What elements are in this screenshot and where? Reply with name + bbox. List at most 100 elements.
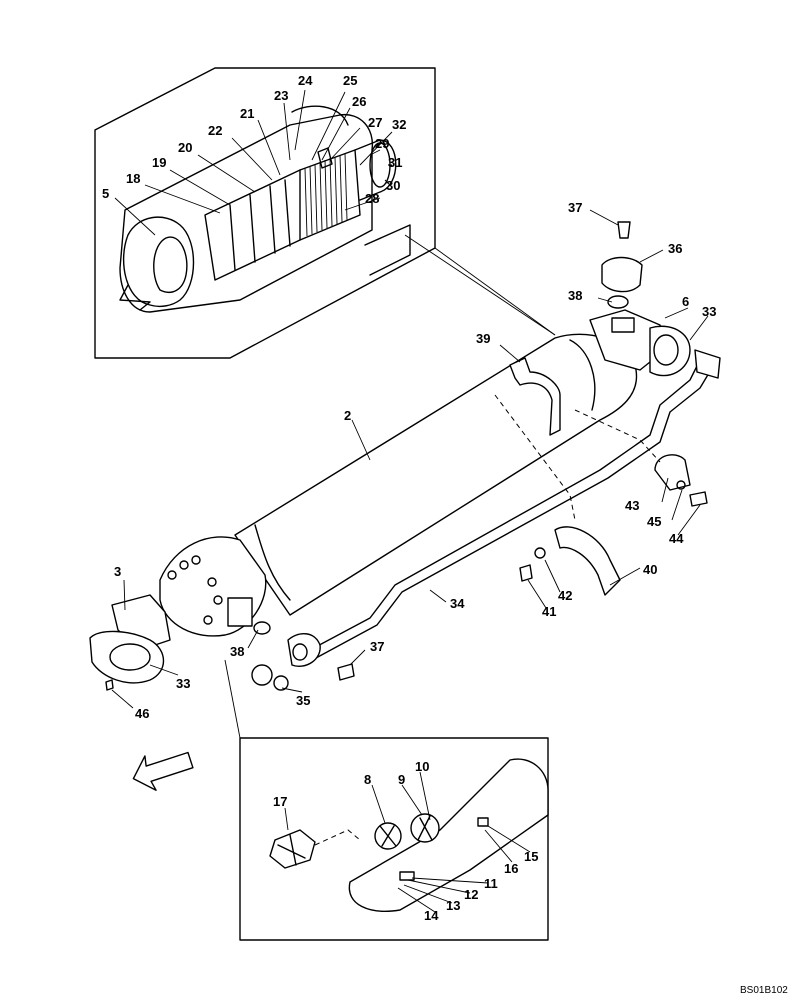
callout-11: 11	[484, 876, 498, 891]
pipe-end-fitting	[694, 349, 721, 379]
head-flange-top	[291, 105, 349, 126]
gland-bolts	[167, 555, 223, 625]
pipe-line-upper	[309, 359, 701, 651]
callout-37: 37	[370, 639, 384, 654]
callout-16: 16	[504, 861, 518, 876]
thread-lines	[304, 152, 348, 237]
callout-33: 33	[176, 676, 190, 691]
inset-leader-2	[404, 234, 556, 336]
tube-end-bottom	[364, 224, 411, 276]
tube-bore-end	[122, 216, 195, 308]
head-port	[611, 317, 635, 333]
bush-9-cross	[417, 815, 433, 841]
gland-piece	[348, 758, 549, 912]
break-line	[119, 284, 151, 311]
head-bore	[653, 334, 679, 366]
callout-3: 3	[114, 564, 121, 579]
callout-25: 25	[343, 73, 357, 88]
flange-bore	[292, 643, 308, 661]
bush-8-cross	[379, 825, 397, 847]
oring-38-upper	[607, 295, 629, 309]
bolt-37-upper	[617, 221, 631, 239]
callout-2: 2	[344, 408, 351, 423]
callout-14: 14	[424, 908, 439, 923]
rod-end-face	[153, 236, 188, 293]
rod-eye-bore	[109, 643, 151, 671]
callout-34: 34	[450, 596, 465, 611]
callout-23: 23	[274, 88, 288, 103]
callout-43: 43	[625, 498, 639, 513]
inset-leader-1	[434, 247, 556, 336]
callout-13: 13	[446, 898, 460, 913]
gland-detail	[269, 758, 549, 912]
tube-ring	[254, 524, 291, 601]
main-cylinder	[89, 309, 691, 684]
seal-11	[399, 871, 415, 881]
flange-36	[601, 256, 643, 293]
callout-17: 17	[273, 794, 287, 809]
callout-10: 10	[415, 759, 429, 774]
cap-35	[251, 664, 273, 686]
rod-nut	[354, 139, 397, 201]
seal-15	[477, 817, 489, 827]
callout-22: 22	[208, 123, 222, 138]
callout-38: 38	[230, 644, 244, 659]
drawing-code: BS01B102	[740, 985, 788, 996]
bolt-17-dash	[314, 829, 361, 846]
bolt-17-cross	[277, 834, 306, 866]
cutaway-body	[119, 113, 374, 313]
washer-42	[534, 547, 546, 559]
alignment-dash-2	[574, 409, 661, 463]
callout-26: 26	[352, 94, 366, 109]
callout-21: 21	[240, 106, 254, 121]
callout-5: 5	[102, 186, 109, 201]
bolt-37-lower	[337, 663, 355, 681]
callout-9: 9	[398, 772, 405, 787]
oring-38-lower	[253, 621, 271, 635]
callout-35: 35	[296, 693, 310, 708]
callout-31: 31	[388, 155, 402, 170]
callout-leaders	[111, 89, 709, 913]
callout-20: 20	[178, 140, 192, 155]
callout-42: 42	[558, 588, 572, 603]
cylinder-tube	[234, 333, 638, 616]
piston-detail-inset	[94, 67, 436, 359]
callout-38: 38	[568, 288, 582, 303]
grease-fitting-46	[105, 679, 114, 691]
callout-6: 6	[682, 294, 689, 309]
callout-36: 36	[668, 241, 682, 256]
callout-46: 46	[135, 706, 149, 721]
bolt-41	[519, 564, 533, 582]
washer-45	[676, 480, 686, 490]
callout-40: 40	[643, 562, 657, 577]
rod-eye-lower	[89, 630, 165, 684]
callout-32: 32	[392, 117, 406, 132]
callout-15: 15	[524, 849, 538, 864]
direction-arrow-icon	[132, 751, 194, 791]
tube-collar	[569, 339, 596, 411]
callout-27: 27	[368, 115, 382, 130]
callout-45: 45	[647, 514, 661, 529]
callout-39: 39	[476, 331, 490, 346]
callout-8: 8	[364, 772, 371, 787]
callout-41: 41	[542, 604, 556, 619]
bolt-44	[689, 491, 708, 507]
lower-inset-leader	[224, 659, 241, 739]
callout-28: 28	[365, 191, 379, 206]
callout-18: 18	[126, 171, 140, 186]
clamp-40	[554, 526, 621, 596]
callout-44: 44	[669, 531, 684, 546]
callout-12: 12	[464, 887, 478, 902]
callout-37: 37	[568, 200, 582, 215]
gland-detail-inset-frame	[239, 737, 549, 941]
callout-29: 29	[375, 136, 389, 151]
cushion-section	[299, 149, 361, 241]
clamp-39	[509, 357, 561, 436]
set-screw	[317, 147, 333, 169]
head-eye	[649, 325, 691, 377]
gland-port-flange	[227, 597, 253, 627]
pipe-line-lower	[315, 367, 713, 659]
